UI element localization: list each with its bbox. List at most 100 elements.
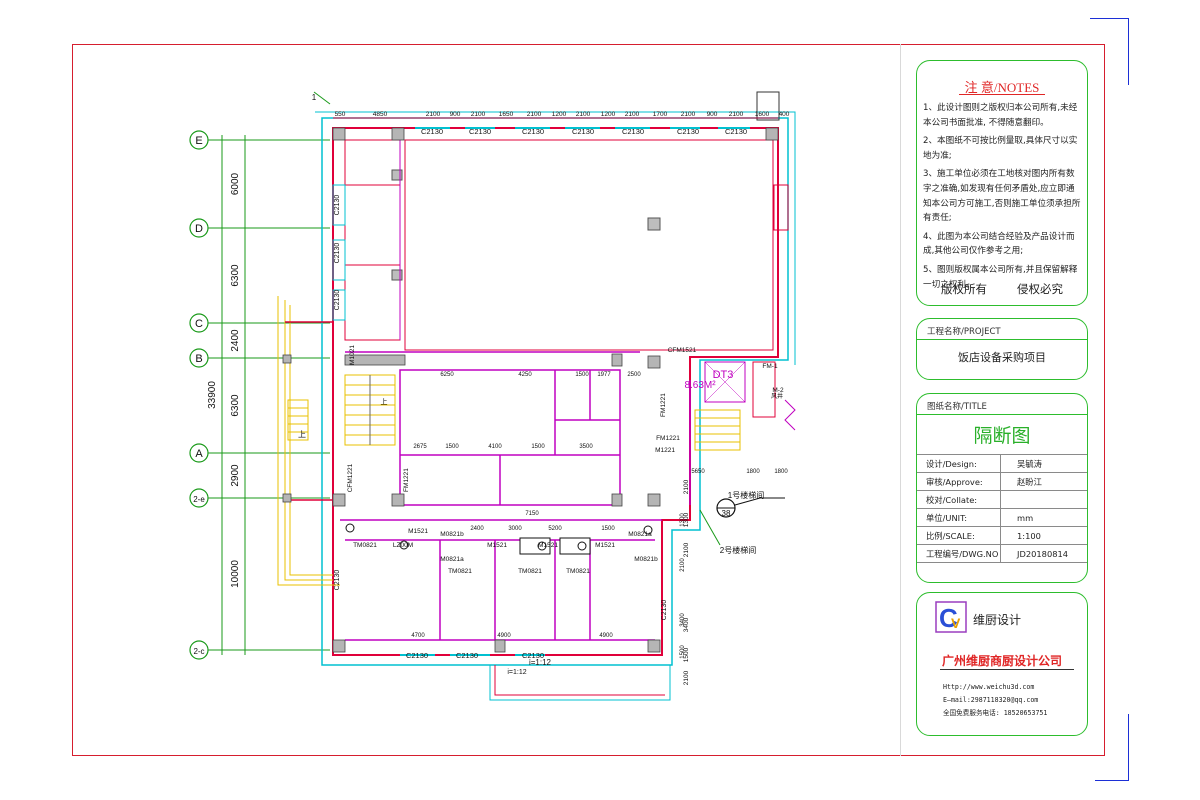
door-label: CFM1221	[347, 463, 354, 492]
window-label: C2130	[677, 127, 699, 136]
door-label: TM0821	[518, 568, 542, 575]
project-rule	[917, 339, 1087, 340]
table-row: 校对/Collate:	[917, 490, 1087, 508]
drawing-frame	[72, 44, 1105, 756]
restroom-fixtures	[345, 523, 653, 555]
top-marker: 1	[312, 93, 317, 102]
field-value: JD20180814	[1017, 548, 1069, 559]
field-label: 校对/Collate:	[917, 491, 1001, 508]
grid-axis-label: D	[195, 223, 203, 235]
grid-axis-label: C	[195, 318, 203, 330]
company-contact: Http://www.weichu3d.com E—mail:298711832…	[943, 681, 1047, 721]
plan-annotation: 上	[298, 430, 306, 439]
dim-value: 6300	[230, 264, 241, 287]
door-label: FM-1	[762, 363, 778, 370]
top-dim-value: 2100	[426, 111, 441, 118]
stair-2	[694, 91, 796, 451]
door-label: M1521	[538, 542, 558, 549]
window-label: C2130	[469, 127, 491, 136]
note-item: 3、施工单位必须在工地核对图内所有数字之准确,如发现有任何矛盾处,应立即通知本公…	[923, 169, 1081, 224]
company-email[interactable]: E—mail:2987118320@qq.com	[943, 696, 1039, 705]
interior-dim: 1500	[445, 444, 459, 450]
top-dim-value: 1650	[499, 111, 514, 118]
door-label: M0821b	[440, 531, 464, 538]
note-item: 5、图则版权属本公司所有,并且保留解释一切之权利。	[923, 264, 1078, 290]
door-label: M1021	[349, 345, 356, 365]
door-label: M0821a	[628, 531, 652, 538]
field-label: 审核/Approve:	[917, 473, 1001, 490]
grid-axis-label: E	[195, 135, 202, 147]
interior-dim: 1500	[575, 372, 589, 378]
drawing-title-rule	[917, 414, 1087, 415]
top-dim-value: 400	[779, 111, 790, 118]
grid-axis-label: 2-e	[193, 495, 205, 504]
top-dim-value: 1200	[601, 111, 616, 118]
window-label: C2130	[661, 600, 668, 621]
dim-value: 6000	[230, 172, 241, 195]
notes-title: 注 意/NOTES	[964, 80, 1040, 95]
company-logo-icon: C V	[935, 601, 967, 633]
table-row: 比例/SCALE:1:100	[917, 526, 1087, 544]
interior-dim: 1500	[601, 526, 615, 532]
table-row: 单位/UNIT:mm	[917, 508, 1087, 526]
door-label: FM1221	[660, 393, 667, 417]
interior-dim: 3500	[579, 444, 593, 450]
plan-annotation: 风井	[771, 392, 783, 400]
field-value: 赵盼江	[1017, 476, 1042, 487]
interior-dim: 1800	[746, 469, 760, 475]
plan-annotation: i=1:12	[507, 669, 526, 676]
top-dim-value: 2100	[681, 111, 696, 118]
interior-dim: 2100	[680, 558, 686, 572]
notes-underline	[959, 94, 1045, 95]
drawing-title-label: 图纸名称/TITLE	[927, 402, 987, 412]
door-label: M0821b	[634, 556, 658, 563]
company-website[interactable]: Http://www.weichu3d.com	[943, 683, 1035, 691]
interior-dim: 1300	[680, 513, 686, 527]
door-label: M1521	[408, 528, 428, 535]
dim-value: 2900	[230, 464, 241, 487]
door-label: TM0821	[566, 568, 590, 575]
elevator-code: DT3	[713, 369, 734, 381]
top-dim-value: 2100	[471, 111, 486, 118]
top-dim-value: 2100	[625, 111, 640, 118]
crop-mark-top-right	[1090, 18, 1129, 85]
window-label: C2130	[725, 127, 747, 136]
leader-line	[699, 509, 721, 546]
section-marker: 38	[716, 497, 785, 518]
interior-dim: 4700	[411, 633, 425, 639]
drawing-title: 隔断图	[973, 425, 1031, 447]
window-label: C2130	[522, 127, 544, 136]
interior-dim: 5200	[548, 526, 562, 532]
interior-dim: 2500	[627, 372, 641, 378]
total-dim-value: 33900	[207, 381, 218, 409]
top-marker-line	[313, 91, 331, 105]
plan-annotation: i=1:12	[529, 658, 552, 667]
door-label: FM1221	[656, 435, 680, 442]
svg-text:C: C	[939, 603, 958, 633]
door-label: TM0821	[353, 542, 377, 549]
notes-panel: 注 意/NOTES 1、此设计图则之版权归本公司所有,未经本公司书面批准, 不得…	[916, 60, 1088, 306]
interior-dim: 1800	[774, 469, 788, 475]
company-panel: C V 维厨设计 广州维厨商厨设计公司 Http://www.weichu3d.…	[916, 592, 1088, 736]
company-full-name: 广州维厨商厨设计公司	[941, 654, 1062, 668]
outer-walls	[277, 111, 796, 701]
dim-value: 2400	[230, 329, 241, 352]
grid-axis-label: 2-c	[193, 647, 204, 656]
table-row: 设计/Design:吴毓涛	[917, 454, 1087, 472]
top-dim-value: 550	[335, 111, 346, 118]
grid-bubble	[189, 488, 209, 508]
window-label: C2130	[334, 243, 341, 264]
right-dim: 3400	[683, 617, 690, 632]
right-dim: 2100	[683, 542, 690, 557]
top-dim-value: 4850	[373, 111, 388, 118]
private-rooms	[332, 139, 401, 341]
company-rule	[940, 669, 1074, 670]
top-dim-value: 2100	[576, 111, 591, 118]
top-dim-value: 1200	[552, 111, 567, 118]
field-value: 1:100	[1017, 530, 1041, 541]
field-label: 工程编号/DWG.NO	[917, 545, 1001, 562]
window-label: C2130	[406, 651, 428, 660]
